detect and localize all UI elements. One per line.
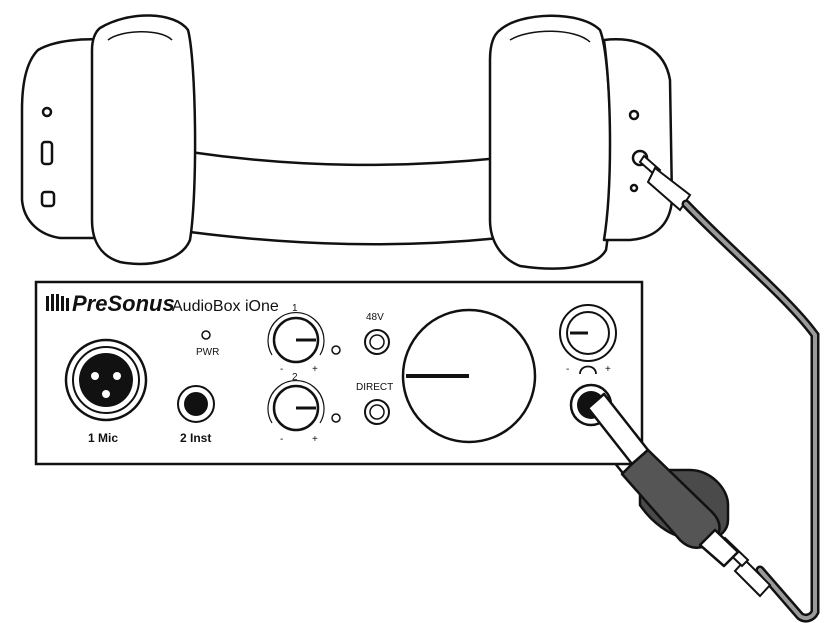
gain-knob-2[interactable] (267, 380, 325, 432)
gain-knob-1[interactable] (267, 312, 325, 364)
left-indicator-icon (41, 106, 53, 118)
hp-plus: + (605, 364, 611, 375)
gain2-plus: + (312, 434, 318, 445)
pwr-label: PWR (196, 347, 219, 358)
direct-monitor-button[interactable] (364, 399, 390, 425)
model-name: AudioBox iOne (172, 298, 279, 315)
gain1-number: 1 (292, 303, 298, 314)
power-led (201, 330, 211, 340)
quarter-inch-plug (586, 392, 740, 568)
right-dot-icon (629, 183, 639, 193)
left-switch-icon (40, 140, 54, 166)
phantom-power-button[interactable] (364, 329, 390, 355)
headphone-level-knob[interactable] (559, 304, 617, 362)
right-ear-pad (488, 14, 613, 270)
main-volume-knob[interactable] (401, 308, 537, 444)
gain2-minus: - (280, 434, 283, 445)
left-port-icon (40, 190, 56, 208)
phantom-label: 48V (366, 312, 384, 323)
xlr-jack-icon[interactable] (64, 338, 148, 422)
left-ear-pad (90, 14, 197, 266)
gain2-clip-led (331, 413, 341, 423)
mini-plug-top (638, 154, 692, 212)
right-earcup-shell (602, 38, 674, 242)
brand-name: PreSonus (72, 291, 175, 316)
gain1-plus: + (312, 364, 318, 375)
direct-label: DIRECT (356, 382, 393, 393)
presonus-logo-icon (46, 294, 69, 311)
headband (188, 150, 502, 246)
input2-label: 2 Inst (180, 431, 211, 445)
headphones (20, 14, 674, 270)
audiobox-device: PreSonus AudioBox iOne PWR 1 Mic 2 Inst … (34, 280, 644, 466)
gain1-minus: - (280, 364, 283, 375)
input1-label: 1 Mic (88, 431, 118, 445)
right-indicator-icon (628, 109, 640, 121)
gain1-clip-led (331, 345, 341, 355)
gain2-number: 2 (292, 372, 298, 383)
instrument-jack[interactable] (177, 385, 215, 423)
headphone-symbol-icon (579, 365, 597, 375)
hp-minus: - (566, 364, 569, 375)
